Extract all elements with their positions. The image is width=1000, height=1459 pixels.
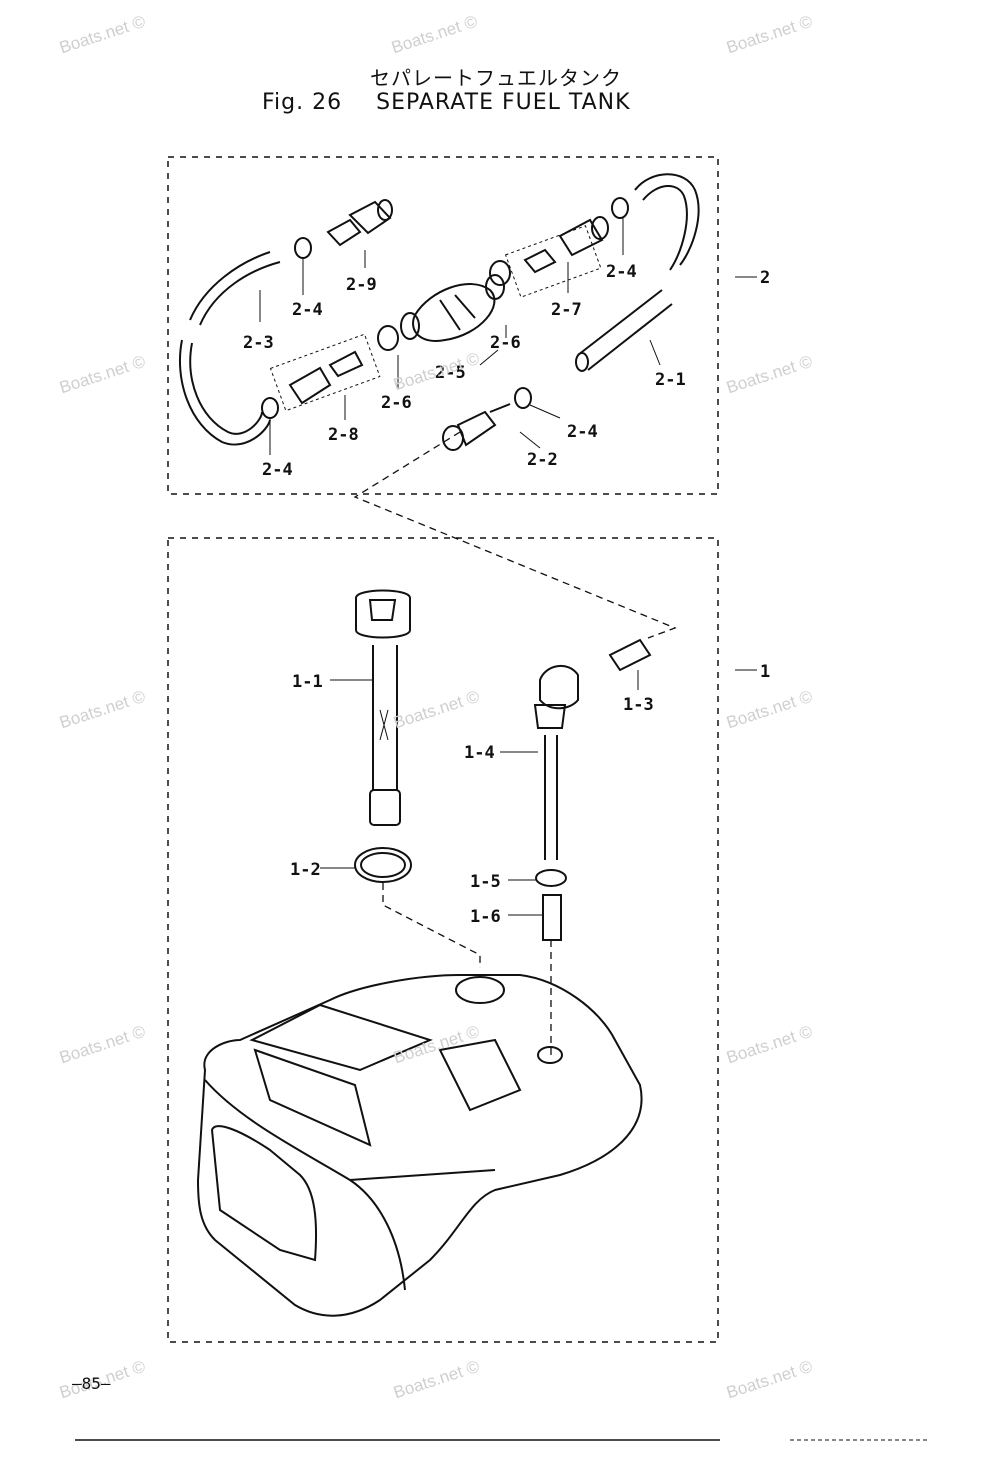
label-2-8: 2-8 <box>328 425 359 445</box>
label-2-6-left: 2-6 <box>381 393 412 413</box>
label-2-4-bottom-left: 2-4 <box>262 460 293 480</box>
coupler-2-7 <box>504 216 609 298</box>
clip-2-4-top-right <box>611 197 629 219</box>
group-1-outline <box>168 538 718 642</box>
fitting-1-3 <box>608 638 652 672</box>
primer-bulb-2-5 <box>400 274 505 342</box>
label-1-6: 1-6 <box>470 907 501 927</box>
hose-top-right <box>634 173 700 266</box>
label-2-5: 2-5 <box>435 363 466 383</box>
figure-title: Fig. 26 SEPARATE FUEL TANK <box>262 90 631 115</box>
label-2-7: 2-7 <box>551 300 582 320</box>
coupler-2-8 <box>269 333 381 412</box>
figure-title-text: SEPARATE FUEL TANK <box>376 90 631 115</box>
group-2-outline <box>167 156 719 495</box>
clip-2-6-upper <box>489 260 511 286</box>
fuel-tank <box>196 974 643 1317</box>
label-1-1: 1-1 <box>292 672 323 692</box>
o-ring-1-5 <box>535 869 567 887</box>
clip-2-4-bottom-right <box>514 387 532 409</box>
label-2-4-top-right: 2-4 <box>606 262 637 282</box>
label-2-2: 2-2 <box>527 450 558 470</box>
page-number: —85— <box>72 1374 111 1393</box>
label-2-9: 2-9 <box>346 275 377 295</box>
connection-line-2-2-to-1-3 <box>353 431 677 639</box>
pickup-tube-1-4 <box>533 665 579 860</box>
label-group-1: 1 <box>760 662 771 682</box>
connector-2-2 <box>442 403 511 451</box>
label-2-4-top-left: 2-4 <box>292 300 323 320</box>
clip-2-4-bottom-left <box>261 397 279 419</box>
label-group-2: 2 <box>760 268 771 288</box>
figure-number: Fig. 26 <box>262 90 343 115</box>
label-2-4-bottom-right: 2-4 <box>567 422 598 442</box>
label-2-6-right: 2-6 <box>490 333 521 353</box>
label-1-2: 1-2 <box>290 860 321 880</box>
label-2-1: 2-1 <box>655 370 686 390</box>
hose-2-3 <box>189 261 281 435</box>
gasket-1-2 <box>354 847 412 883</box>
hose-2-1 <box>577 289 673 371</box>
title-japanese: セパレートフュエルタンク <box>370 66 622 90</box>
strainer-1-6 <box>542 894 562 941</box>
label-1-3: 1-3 <box>623 695 654 715</box>
clip-2-4-top-left <box>294 237 312 259</box>
label-1-4: 1-4 <box>464 743 495 763</box>
label-2-3: 2-3 <box>243 333 274 353</box>
label-1-5: 1-5 <box>470 872 501 892</box>
filler-cap-1-1 <box>355 589 411 826</box>
clip-2-6-lower <box>377 325 399 351</box>
connector-2-9 <box>326 199 393 247</box>
